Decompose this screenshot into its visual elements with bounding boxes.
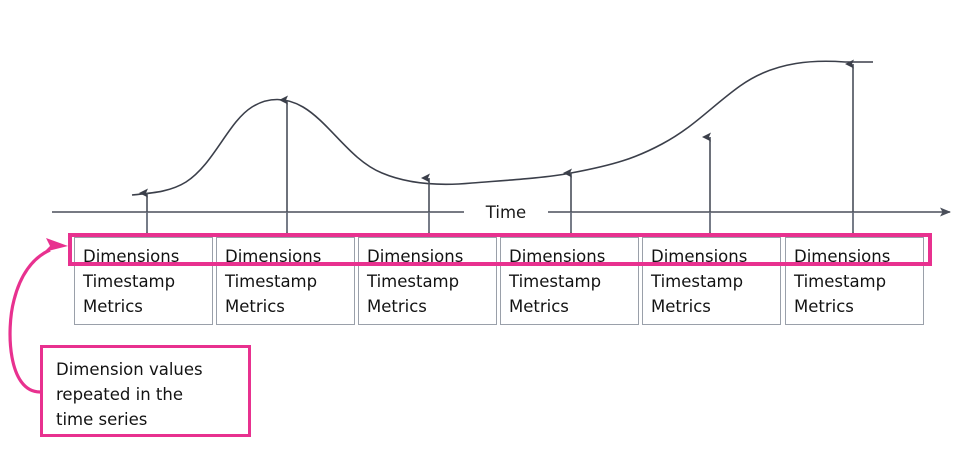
callout-line-2: repeated in the bbox=[56, 385, 184, 404]
record-timestamp-label: Timestamp bbox=[794, 272, 887, 291]
record-metrics-label: Metrics bbox=[83, 297, 143, 316]
record-dimensions-label: Dimensions bbox=[794, 247, 891, 266]
record-dimensions-label: Dimensions bbox=[367, 247, 464, 266]
record-dimensions-label: Dimensions bbox=[651, 247, 748, 266]
callout-box: Dimension values repeated in the time se… bbox=[40, 345, 251, 437]
record-metrics-label: Metrics bbox=[509, 297, 569, 316]
record-box[interactable]: Dimensions Timestamp Metrics bbox=[642, 237, 781, 325]
callout-arrow-curve bbox=[8, 248, 51, 394]
record-timestamp-label: Timestamp bbox=[367, 272, 460, 291]
time-axis-label: Time bbox=[485, 203, 526, 222]
record-metrics-label: Metrics bbox=[651, 297, 711, 316]
record-metrics-label: Metrics bbox=[367, 297, 427, 316]
callout-line-1: Dimension values bbox=[56, 360, 203, 379]
record-box[interactable]: Dimensions Timestamp Metrics bbox=[216, 237, 355, 325]
record-box[interactable]: Dimensions Timestamp Metrics bbox=[358, 237, 497, 325]
record-dimensions-label: Dimensions bbox=[83, 247, 180, 266]
record-timestamp-label: Timestamp bbox=[83, 272, 176, 291]
record-box[interactable]: Dimensions Timestamp Metrics bbox=[785, 237, 924, 325]
timeseries-curve bbox=[131, 60, 873, 196]
record-timestamp-label: Timestamp bbox=[651, 272, 744, 291]
record-dimensions-label: Dimensions bbox=[509, 247, 606, 266]
callout-line-3: time series bbox=[56, 410, 148, 429]
record-box[interactable]: Dimensions Timestamp Metrics bbox=[74, 237, 213, 325]
record-box[interactable]: Dimensions Timestamp Metrics bbox=[500, 237, 639, 325]
record-timestamp-label: Timestamp bbox=[225, 272, 318, 291]
record-metrics-label: Metrics bbox=[794, 297, 854, 316]
record-timestamp-label: Timestamp bbox=[509, 272, 602, 291]
record-dimensions-label: Dimensions bbox=[225, 247, 322, 266]
record-metrics-label: Metrics bbox=[225, 297, 285, 316]
callout-arrow-head-icon bbox=[44, 238, 68, 252]
